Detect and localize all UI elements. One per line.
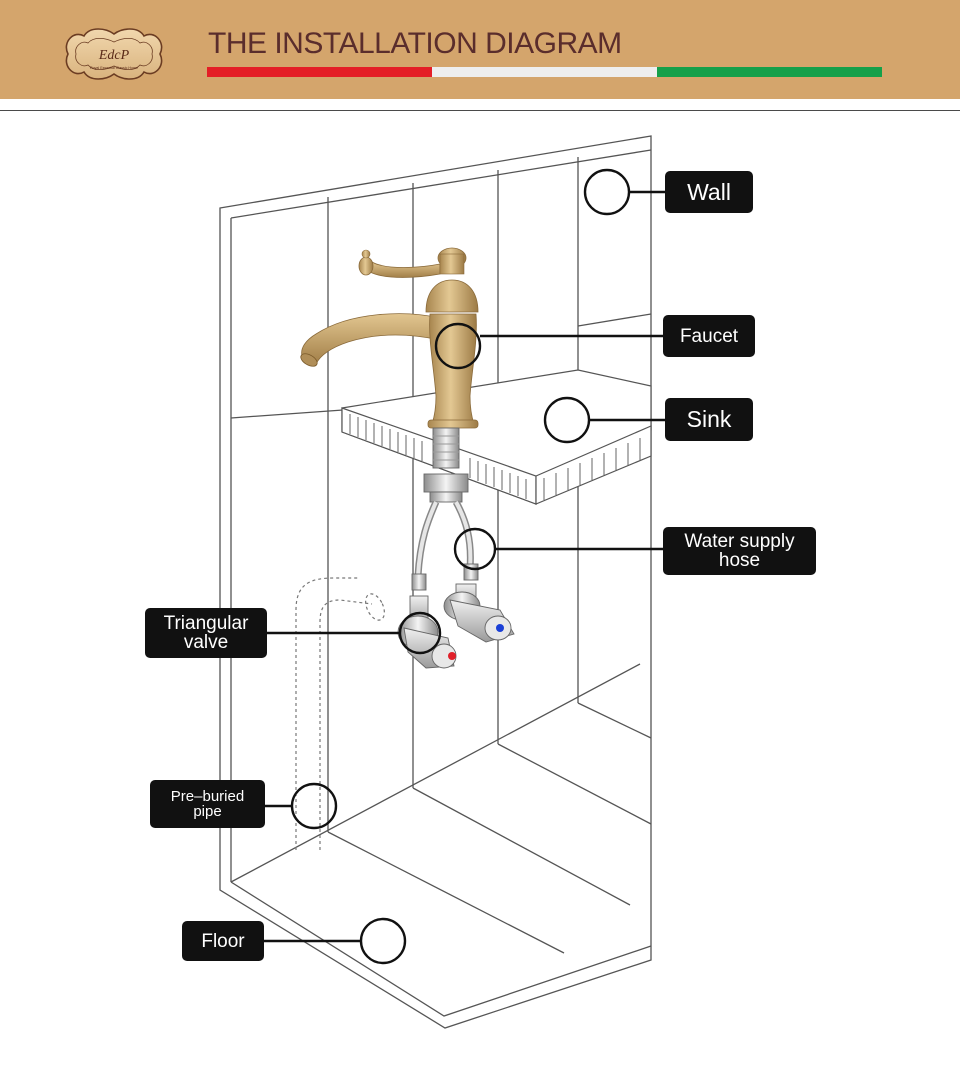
wall-structure [219, 135, 652, 1029]
page-title: THE INSTALLATION DIAGRAM [208, 27, 622, 60]
cold-marker [496, 624, 504, 632]
label-faucet-text: Faucet [679, 325, 739, 347]
label-wall-text: Wall [687, 178, 731, 205]
label-faucet: Faucet [663, 315, 755, 357]
brand-logo: EdcP Royal Essential Classic Home [60, 22, 168, 86]
logo-monogram: EdcP [98, 48, 130, 63]
hot-marker [448, 652, 456, 660]
logo-tagline: Royal Essential Classic Home [90, 66, 138, 70]
stripe-green [657, 67, 882, 77]
label-wall: Wall [665, 171, 753, 213]
label-valve-line1: Triangular [163, 613, 249, 634]
label-pipe-line2: pipe [193, 803, 222, 820]
label-hose-line1: Water supply [684, 531, 795, 552]
sink-callout-circle [543, 396, 591, 444]
label-hose-line2: hose [718, 550, 761, 571]
stripe-red [207, 67, 432, 77]
label-sink-text: Sink [686, 406, 732, 432]
wall-callout-circle [583, 168, 631, 216]
floor-callout-circle [359, 917, 407, 965]
label-sink: Sink [665, 398, 753, 441]
label-pre-buried-pipe: Pre–buried pipe [150, 780, 265, 828]
faucet-callout-circle [434, 322, 482, 370]
stripe-white [432, 67, 657, 77]
label-water-supply-hose: Water supply hose [663, 527, 816, 575]
label-pipe-line1: Pre–buried [170, 788, 245, 805]
label-triangular-valve: Triangular valve [145, 608, 267, 658]
pre-buried-pipe-drawing [295, 577, 385, 850]
label-floor: Floor [182, 921, 264, 961]
callouts [262, 168, 666, 965]
header-divider [0, 110, 960, 111]
label-valve-line2: valve [183, 632, 229, 653]
label-floor-text: Floor [201, 930, 245, 952]
faucet-drawing [300, 247, 479, 429]
